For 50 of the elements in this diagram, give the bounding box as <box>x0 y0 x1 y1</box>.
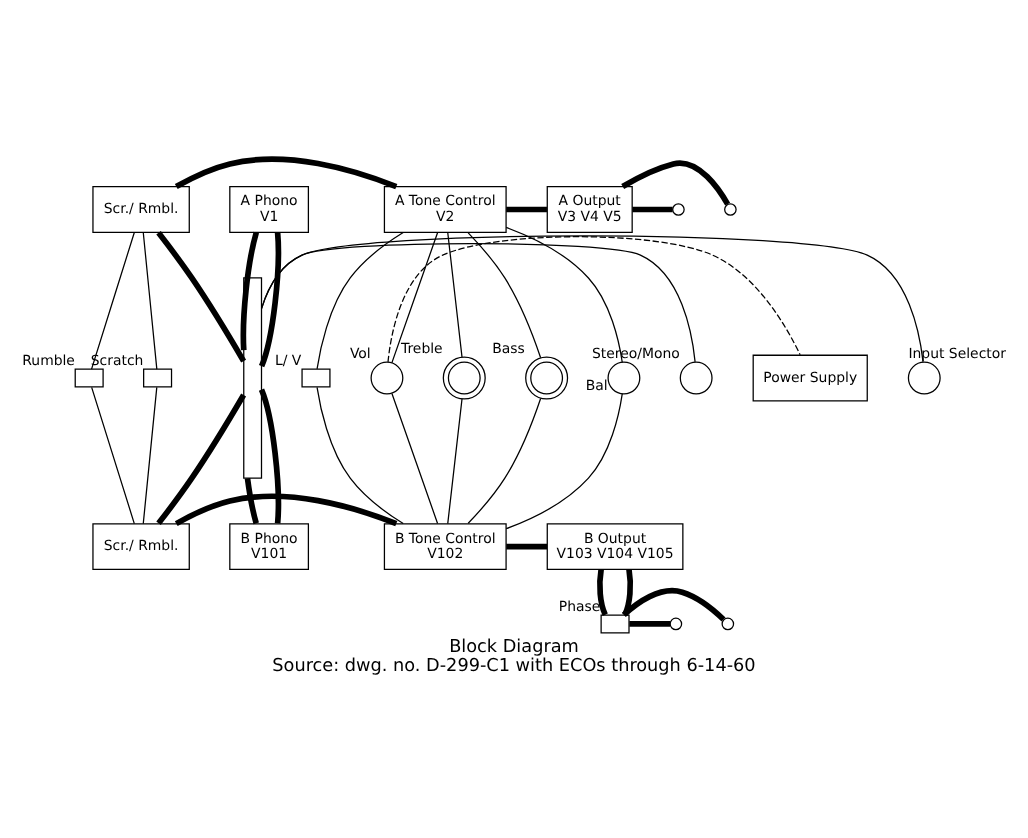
node-circle <box>672 202 685 215</box>
connector <box>632 205 673 212</box>
connector <box>505 225 623 362</box>
connector <box>90 230 135 369</box>
connector <box>621 159 731 205</box>
node-circle <box>370 360 404 394</box>
node-bar <box>243 276 263 478</box>
node-box <box>143 367 173 387</box>
connector <box>597 568 608 615</box>
node-box <box>301 367 331 387</box>
connector <box>174 492 398 526</box>
connector <box>91 385 135 524</box>
connector <box>391 391 439 524</box>
diagram-title: Block Diagram <box>449 637 579 658</box>
connector <box>387 235 801 362</box>
connector <box>316 385 404 524</box>
connector <box>391 230 439 363</box>
node-circle <box>669 616 683 630</box>
connector <box>316 230 404 369</box>
connector <box>156 230 247 362</box>
connector <box>258 387 282 523</box>
connector <box>621 586 726 621</box>
node-circle <box>525 355 569 399</box>
connector <box>244 476 259 524</box>
connector <box>240 230 260 350</box>
connector <box>156 392 247 525</box>
connector <box>505 392 623 529</box>
connector <box>467 396 542 523</box>
connector <box>142 385 158 524</box>
connector <box>629 620 671 626</box>
node-circle <box>607 360 641 394</box>
caption: Source: dwg. no. D-299-C1 with ECOs through 6-14-60 <box>272 656 756 677</box>
node-circle <box>679 360 713 394</box>
connector <box>467 231 542 358</box>
connector <box>622 568 634 615</box>
connector <box>142 230 158 369</box>
connector <box>447 397 463 524</box>
node-box <box>600 613 630 633</box>
connector <box>260 234 924 362</box>
node-circle <box>724 202 737 215</box>
node-circle <box>442 355 486 399</box>
connector <box>506 542 548 549</box>
connector <box>174 155 398 189</box>
node-circle <box>721 616 735 630</box>
connector <box>260 241 696 362</box>
node-box <box>74 367 104 387</box>
connector <box>447 230 463 357</box>
connector <box>506 205 547 212</box>
connector <box>258 231 282 367</box>
node-circle <box>907 360 941 394</box>
